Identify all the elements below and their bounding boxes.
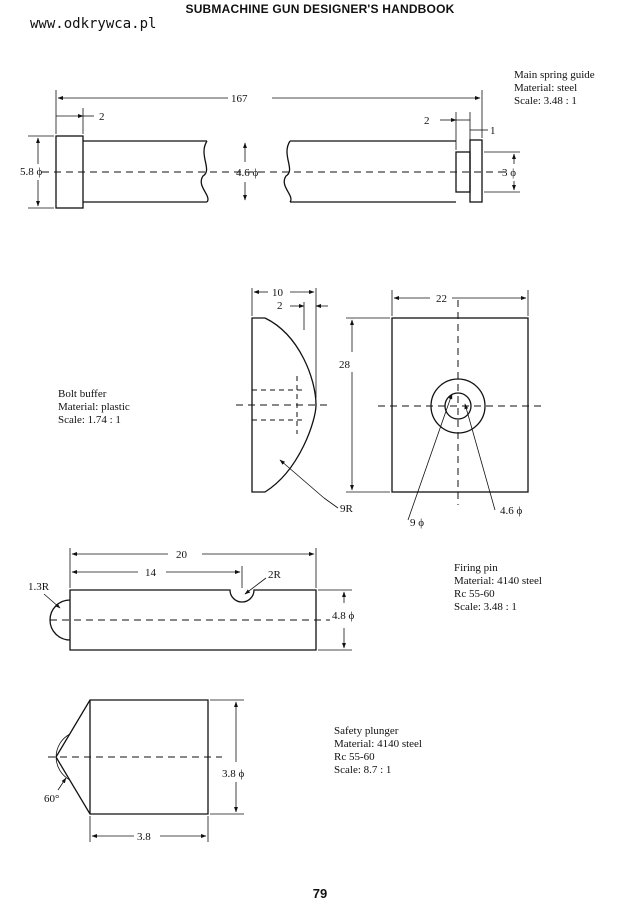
safety-plunger-drawing: 3.8 ϕ 3.8 60° [44,699,245,843]
plunger-angle-arc [55,733,71,781]
dim-buffer-bore-dia: 9 ϕ [410,517,424,529]
firing-pin-body [69,589,317,651]
guide-tip-shape [469,139,483,203]
page-number: 79 [312,886,328,901]
guide-rod-right [290,140,456,203]
dim-buffer-hole-dia: 4.6 ϕ [500,505,523,517]
caption-line: Rc 55-60 [334,751,375,763]
dim-buffer-width-side: 10 [272,287,284,299]
caption-line: Material: 4140 steel [454,575,542,587]
dim-pin-end-radius: 1.3R [28,581,50,593]
main-spring-guide-drawing: 167 2 2 1 5.8 ϕ 4.6 ϕ 3 ϕ [20,90,520,209]
dim-pin-dia: 4.8 ϕ [332,610,355,622]
caption-line: Scale: 3.48 : 1 [454,601,517,613]
dim-buffer-radius: 9R [340,503,354,515]
caption-line: Rc 55-60 [454,588,495,600]
dim-guide-tip-width: 1 [490,125,496,137]
caption-line: Material: plastic [58,401,130,413]
dim-plunger-angle: 60° [44,793,59,805]
caption-line: Bolt buffer [58,388,107,400]
caption-bolt-buffer: Bolt buffer Material: plastic Scale: 1.7… [58,388,130,427]
caption-firing-pin: Firing pin Material: 4140 steel Rc 55-60… [454,562,542,614]
dim-pin-length: 20 [176,549,188,561]
caption-line: Scale: 1.74 : 1 [58,414,121,426]
caption-line: Scale: 8.7 : 1 [334,764,392,776]
dim-guide-tip-dia: 3 ϕ [502,167,516,179]
caption-safety-plunger: Safety plunger Material: 4140 steel Rc 5… [334,725,422,777]
dim-buffer-flat-width: 2 [277,300,283,312]
caption-line: Safety plunger [334,725,399,737]
caption-line: Material: 4140 steel [334,738,422,750]
bolt-buffer-drawing: 10 2 28 22 9R 9 ϕ 4.6 ϕ [236,287,545,529]
guide-rod-left [83,140,207,203]
dim-guide-head-dia: 5.8 ϕ [20,166,43,178]
dim-plunger-length: 3.8 [137,831,151,843]
caption-line: Firing pin [454,562,498,574]
dim-buffer-width-front: 22 [436,293,447,305]
dim-guide-tail-width: 2 [424,115,430,127]
firing-pin-drawing: 20 14 2R 1.3R 4.8 ϕ [28,548,355,651]
buffer-front-shape [391,317,529,493]
caption-line: Main spring guide [514,69,595,81]
dim-guide-rod-dia: 4.6 ϕ [236,167,259,179]
watermark-url: www.odkrywca.pl [30,16,157,32]
plunger-body [55,699,209,815]
dim-buffer-height: 28 [339,359,351,371]
page-header-title: SUBMACHINE GUN DESIGNER'S HANDBOOK [185,2,455,16]
guide-break-right [283,140,292,203]
caption-main-spring-guide: Main spring guide Material: steel Scale:… [514,69,595,108]
dim-guide-head-width: 2 [99,111,105,123]
caption-line: Scale: 3.48 : 1 [514,95,577,107]
dim-pin-notch-radius: 2R [268,569,282,581]
buffer-side-profile [251,317,317,493]
dim-plunger-dia: 3.8 ϕ [222,768,245,780]
caption-line: Material: steel [514,82,578,94]
dim-guide-length: 167 [231,93,248,105]
dim-pin-notch-pos: 14 [145,567,157,579]
guide-break-left [200,140,209,203]
